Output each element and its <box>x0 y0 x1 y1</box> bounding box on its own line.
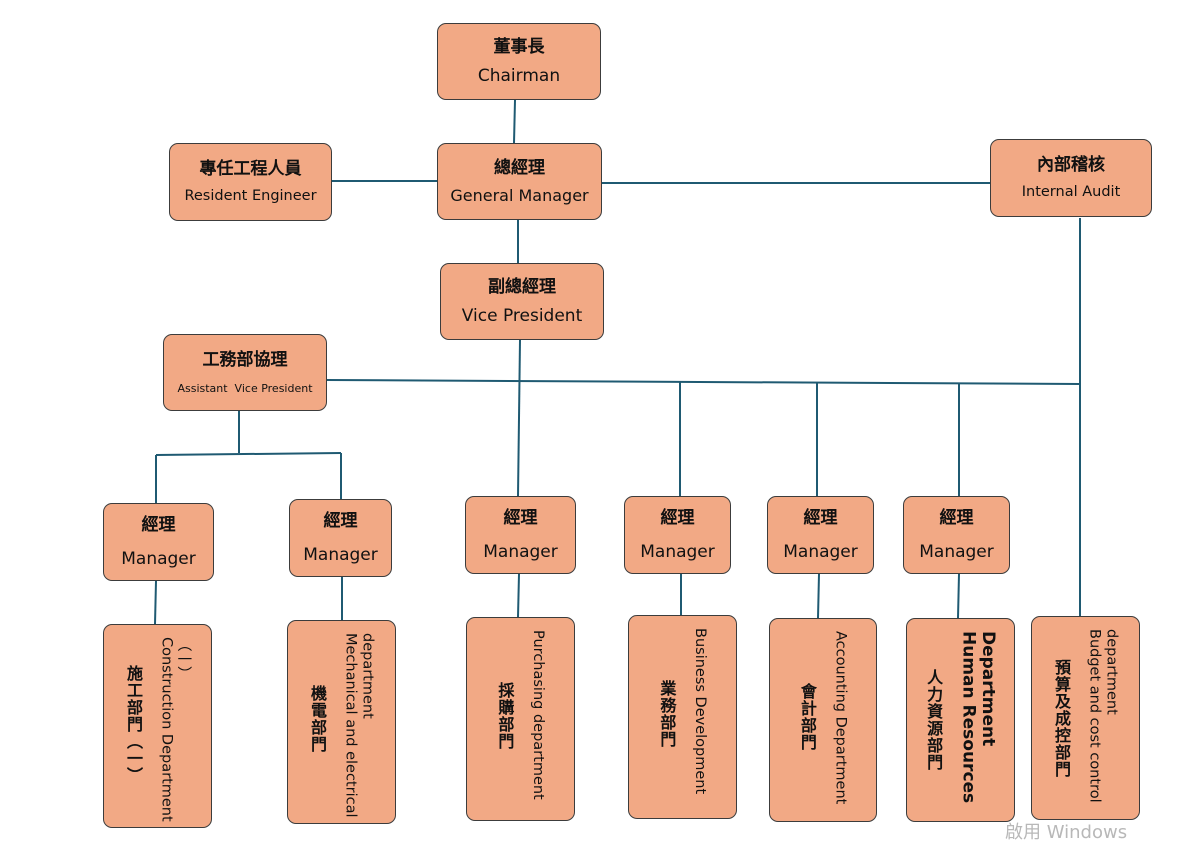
manager-box-hr: 經理 Manager <box>903 496 1010 574</box>
dept-zh: 施工部門（一） <box>124 665 144 784</box>
dept-mechanical: 機電部門 Mechanical and electrical departmen… <box>287 620 396 824</box>
dept-business: 業務部門 Business Development <box>628 615 737 819</box>
windows-activation-watermark: 啟用 Windows <box>1005 822 1128 843</box>
manager-zh: 經理 <box>939 507 974 528</box>
general-manager-en: General Manager <box>450 186 589 206</box>
dept-en-line-1: Human Resources <box>958 631 979 804</box>
internal-audit-en: Internal Audit <box>1021 183 1121 200</box>
chairman-en: Chairman <box>477 65 561 86</box>
manager-box-accounting: 經理 Manager <box>767 496 874 574</box>
vice-president-box: 副總經理 Vice President <box>440 263 604 340</box>
dept-en-line-1: Mechanical and electrical <box>342 633 359 818</box>
manager-box-business: 經理 Manager <box>624 496 731 574</box>
dept-en-line-1: Budget and cost control <box>1086 629 1103 803</box>
dept-en-line-2: Department <box>978 631 999 747</box>
assistant-vp-box: 工務部協理 Assistant Vice President <box>163 334 327 411</box>
assistant-vp-zh: 工務部協理 <box>202 349 288 370</box>
manager-en: Manager <box>303 545 378 565</box>
general-manager-zh: 總經理 <box>494 157 545 178</box>
manager-zh: 經理 <box>660 507 695 528</box>
dept-en-line-1: Accounting Department <box>832 631 849 805</box>
dept-budget: 預算及成控部門 Budget and cost control departme… <box>1031 616 1140 820</box>
dept-en-line-1: Business Development <box>692 628 709 795</box>
dept-zh: 人力資源部門 <box>924 669 944 771</box>
resident-engineer-zh: 專任工程人員 <box>199 159 302 180</box>
dept-zh: 採購部門 <box>495 682 515 750</box>
manager-zh: 經理 <box>503 507 538 528</box>
manager-zh: 經理 <box>803 507 838 528</box>
manager-zh: 經理 <box>323 510 358 531</box>
manager-en: Manager <box>483 542 558 562</box>
dept-hr: 人力資源部門 Human Resources Department <box>906 618 1015 822</box>
vice-president-en: Vice President <box>461 305 583 326</box>
manager-en: Manager <box>783 542 858 562</box>
dept-en-line-2: department <box>359 633 376 719</box>
manager-box-purchasing: 經理 Manager <box>465 496 576 574</box>
dept-construction: 施工部門（一） Construction Department （一） <box>103 624 212 828</box>
manager-zh: 經理 <box>141 514 176 535</box>
resident-engineer-en: Resident Engineer <box>184 187 317 204</box>
dept-zh: 機電部門 <box>308 685 328 753</box>
manager-en: Manager <box>919 542 994 562</box>
chairman-box: 董事長 Chairman <box>437 23 601 100</box>
assistant-vp-en: Assistant Vice President <box>177 382 313 396</box>
dept-accounting: 會計部門 Accounting Department <box>769 618 877 822</box>
dept-en-line-1: Construction Department <box>158 637 175 822</box>
dept-purchasing: 採購部門 Purchasing department <box>466 617 575 821</box>
dept-en-line-2: department <box>1103 629 1120 715</box>
vice-president-zh: 副總經理 <box>488 277 556 298</box>
manager-en: Manager <box>121 549 196 569</box>
manager-box-construction: 經理 Manager <box>103 503 214 581</box>
manager-box-mechanical: 經理 Manager <box>289 499 392 577</box>
internal-audit-zh: 內部稽核 <box>1037 155 1105 176</box>
manager-en: Manager <box>640 542 715 562</box>
dept-zh: 業務部門 <box>657 680 677 748</box>
general-manager-box: 總經理 General Manager <box>437 143 602 220</box>
chairman-zh: 董事長 <box>493 37 545 58</box>
internal-audit-box: 內部稽核 Internal Audit <box>990 139 1152 217</box>
dept-zh: 會計部門 <box>797 683 817 751</box>
dept-en-line-2: （一） <box>175 637 192 681</box>
resident-engineer-box: 專任工程人員 Resident Engineer <box>169 143 332 221</box>
dept-en-line-1: Purchasing department <box>530 630 547 800</box>
dept-zh: 預算及成控部門 <box>1052 659 1072 778</box>
